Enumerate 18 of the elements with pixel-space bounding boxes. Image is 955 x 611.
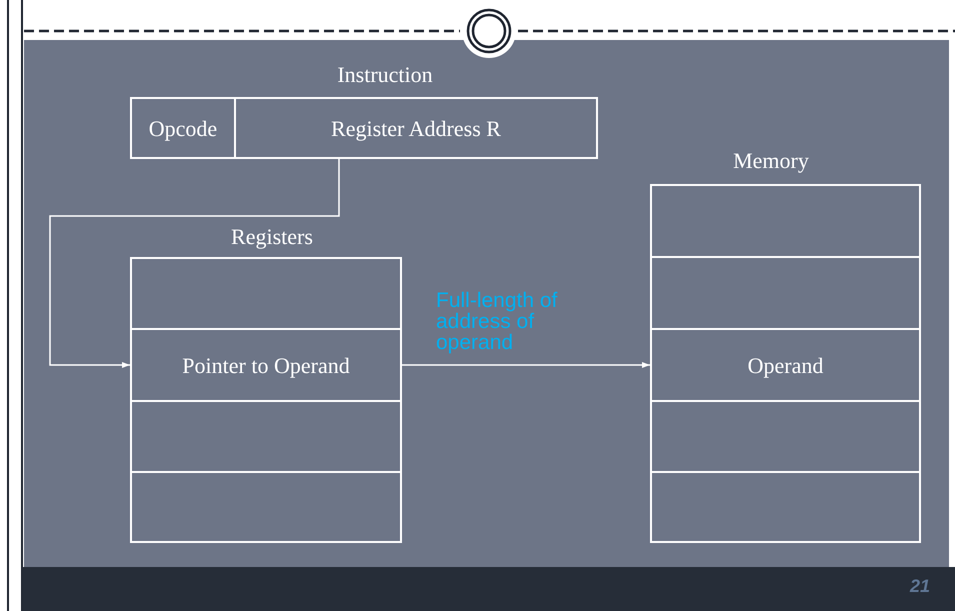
field-cell: Opcode — [130, 97, 236, 159]
field-cell: Pointer to Operand — [130, 328, 402, 402]
empty-cell — [650, 184, 921, 258]
group-heading: Registers — [230, 223, 314, 251]
edge-label: Full-length of address of operand — [436, 290, 558, 353]
empty-cell — [650, 400, 921, 473]
group-heading: Memory — [732, 147, 810, 175]
empty-cell — [650, 256, 921, 330]
empty-cell — [130, 257, 402, 330]
field-cell: Register Address R — [234, 97, 598, 159]
empty-cell — [650, 471, 921, 543]
group-heading: Instruction — [336, 61, 434, 89]
page-number: 21 — [908, 575, 930, 598]
field-cell: Operand — [650, 328, 921, 402]
arrow — [49, 159, 340, 368]
arrow — [402, 362, 650, 368]
empty-cell — [130, 471, 402, 543]
empty-cell — [130, 400, 402, 473]
